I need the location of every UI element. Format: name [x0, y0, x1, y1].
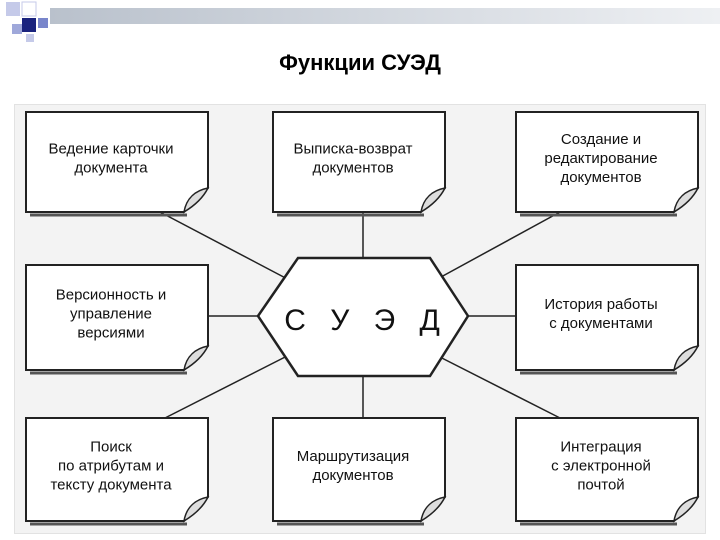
function-box-card: Ведение карточки документа [25, 111, 210, 217]
function-label-line: Ведение карточки [48, 141, 173, 158]
function-label-line: документа [74, 160, 148, 177]
page-curl [672, 344, 700, 372]
function-label-line: Создание и [561, 131, 641, 148]
connector-create [429, 211, 561, 284]
function-label-line: управление [70, 306, 152, 323]
function-label-line: Поиск [90, 439, 132, 456]
function-label-line: с электронной [551, 458, 651, 475]
function-box-checkout: Выписка-возврат документов [272, 111, 447, 217]
center-hexagon [256, 256, 470, 378]
page-curl [672, 495, 700, 523]
page-curl [182, 495, 210, 523]
connector-search [164, 351, 296, 419]
function-label-line: документов [560, 169, 641, 186]
function-label-line: тексту документа [50, 477, 172, 494]
function-label-line: Выписка-возврат [293, 141, 412, 158]
page-curl [182, 344, 210, 372]
function-box-email: Интеграция с электронной почтой [515, 417, 700, 526]
function-label-line: по атрибутам и [58, 458, 164, 475]
page-curl [419, 495, 447, 523]
function-label-line: версиями [77, 325, 144, 342]
function-label-line: с документами [549, 315, 653, 332]
function-box-create: Создание и редактирование документов [515, 111, 700, 217]
function-label-line: документов [312, 467, 393, 484]
function-label-line: Маршрутизация [297, 448, 410, 465]
page-title: Функции СУЭД [279, 50, 441, 75]
function-label-line: Интеграция [560, 439, 641, 456]
function-label-line: почтой [577, 477, 624, 494]
function-box-routing: Маршрутизация документов [272, 417, 447, 526]
page-curl [672, 186, 700, 214]
function-label-line: Версионность и [56, 287, 167, 304]
function-box-versions: Версионность и управление версиями [25, 264, 210, 375]
connector-card [159, 211, 296, 284]
function-box-search: Поиск по атрибутам и тексту документа [25, 417, 210, 526]
header-bar [50, 8, 720, 24]
connector-email [429, 351, 561, 419]
function-box-history: История работы с документами [515, 264, 700, 375]
center-label: С У Э Д [284, 304, 448, 337]
page-curl [182, 186, 210, 214]
function-label-line: документов [312, 160, 393, 177]
function-label-line: История работы [544, 296, 657, 313]
corner-decoration [6, 1, 48, 42]
page-curl [419, 186, 447, 214]
function-label-line: редактирование [544, 150, 657, 167]
